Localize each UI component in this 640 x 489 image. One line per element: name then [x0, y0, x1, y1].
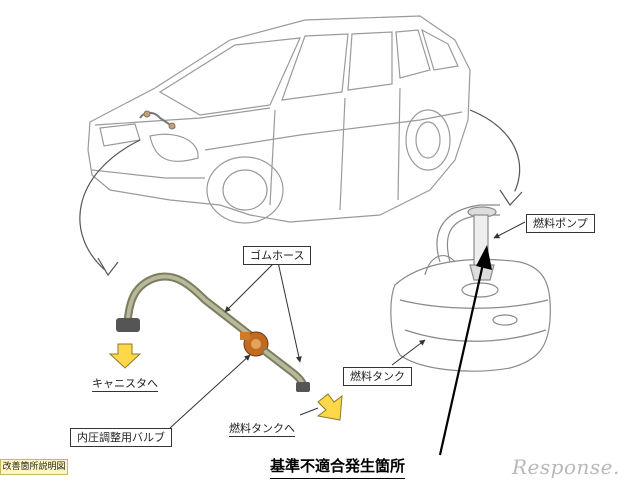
figure-tag: 改善箇所説明図	[0, 459, 68, 475]
flow-arrow-tank	[316, 393, 343, 421]
leader-lines	[169, 221, 526, 429]
hose-clamp-left	[116, 318, 140, 332]
suv-drawing	[87, 15, 471, 224]
label-rubber-hose: ゴムホース	[243, 246, 312, 265]
hose-assembly	[116, 272, 310, 392]
label-fuel-pump: 燃料ポンプ	[526, 214, 595, 233]
pointer-arrows	[79, 109, 523, 277]
response-logo: Response.	[512, 455, 620, 479]
fuel-tank-drawing	[390, 204, 551, 372]
label-nonconformity-location: 基準不適合発生箇所	[270, 455, 406, 479]
label-pressure-valve: 内圧調整用バルブ	[70, 428, 172, 447]
fuel-pump-drawing	[467, 206, 497, 281]
engine-bay-hose	[139, 110, 176, 130]
nonconformity-arrow	[438, 245, 492, 456]
label-to-canister: キャニスタへ	[92, 377, 158, 392]
pressure-valve-part	[240, 331, 269, 357]
label-to-fuel-tank: 燃料タンクへ	[229, 422, 295, 437]
label-fuel-tank: 燃料タンク	[343, 367, 412, 386]
flow-arrow-canister	[108, 343, 142, 369]
